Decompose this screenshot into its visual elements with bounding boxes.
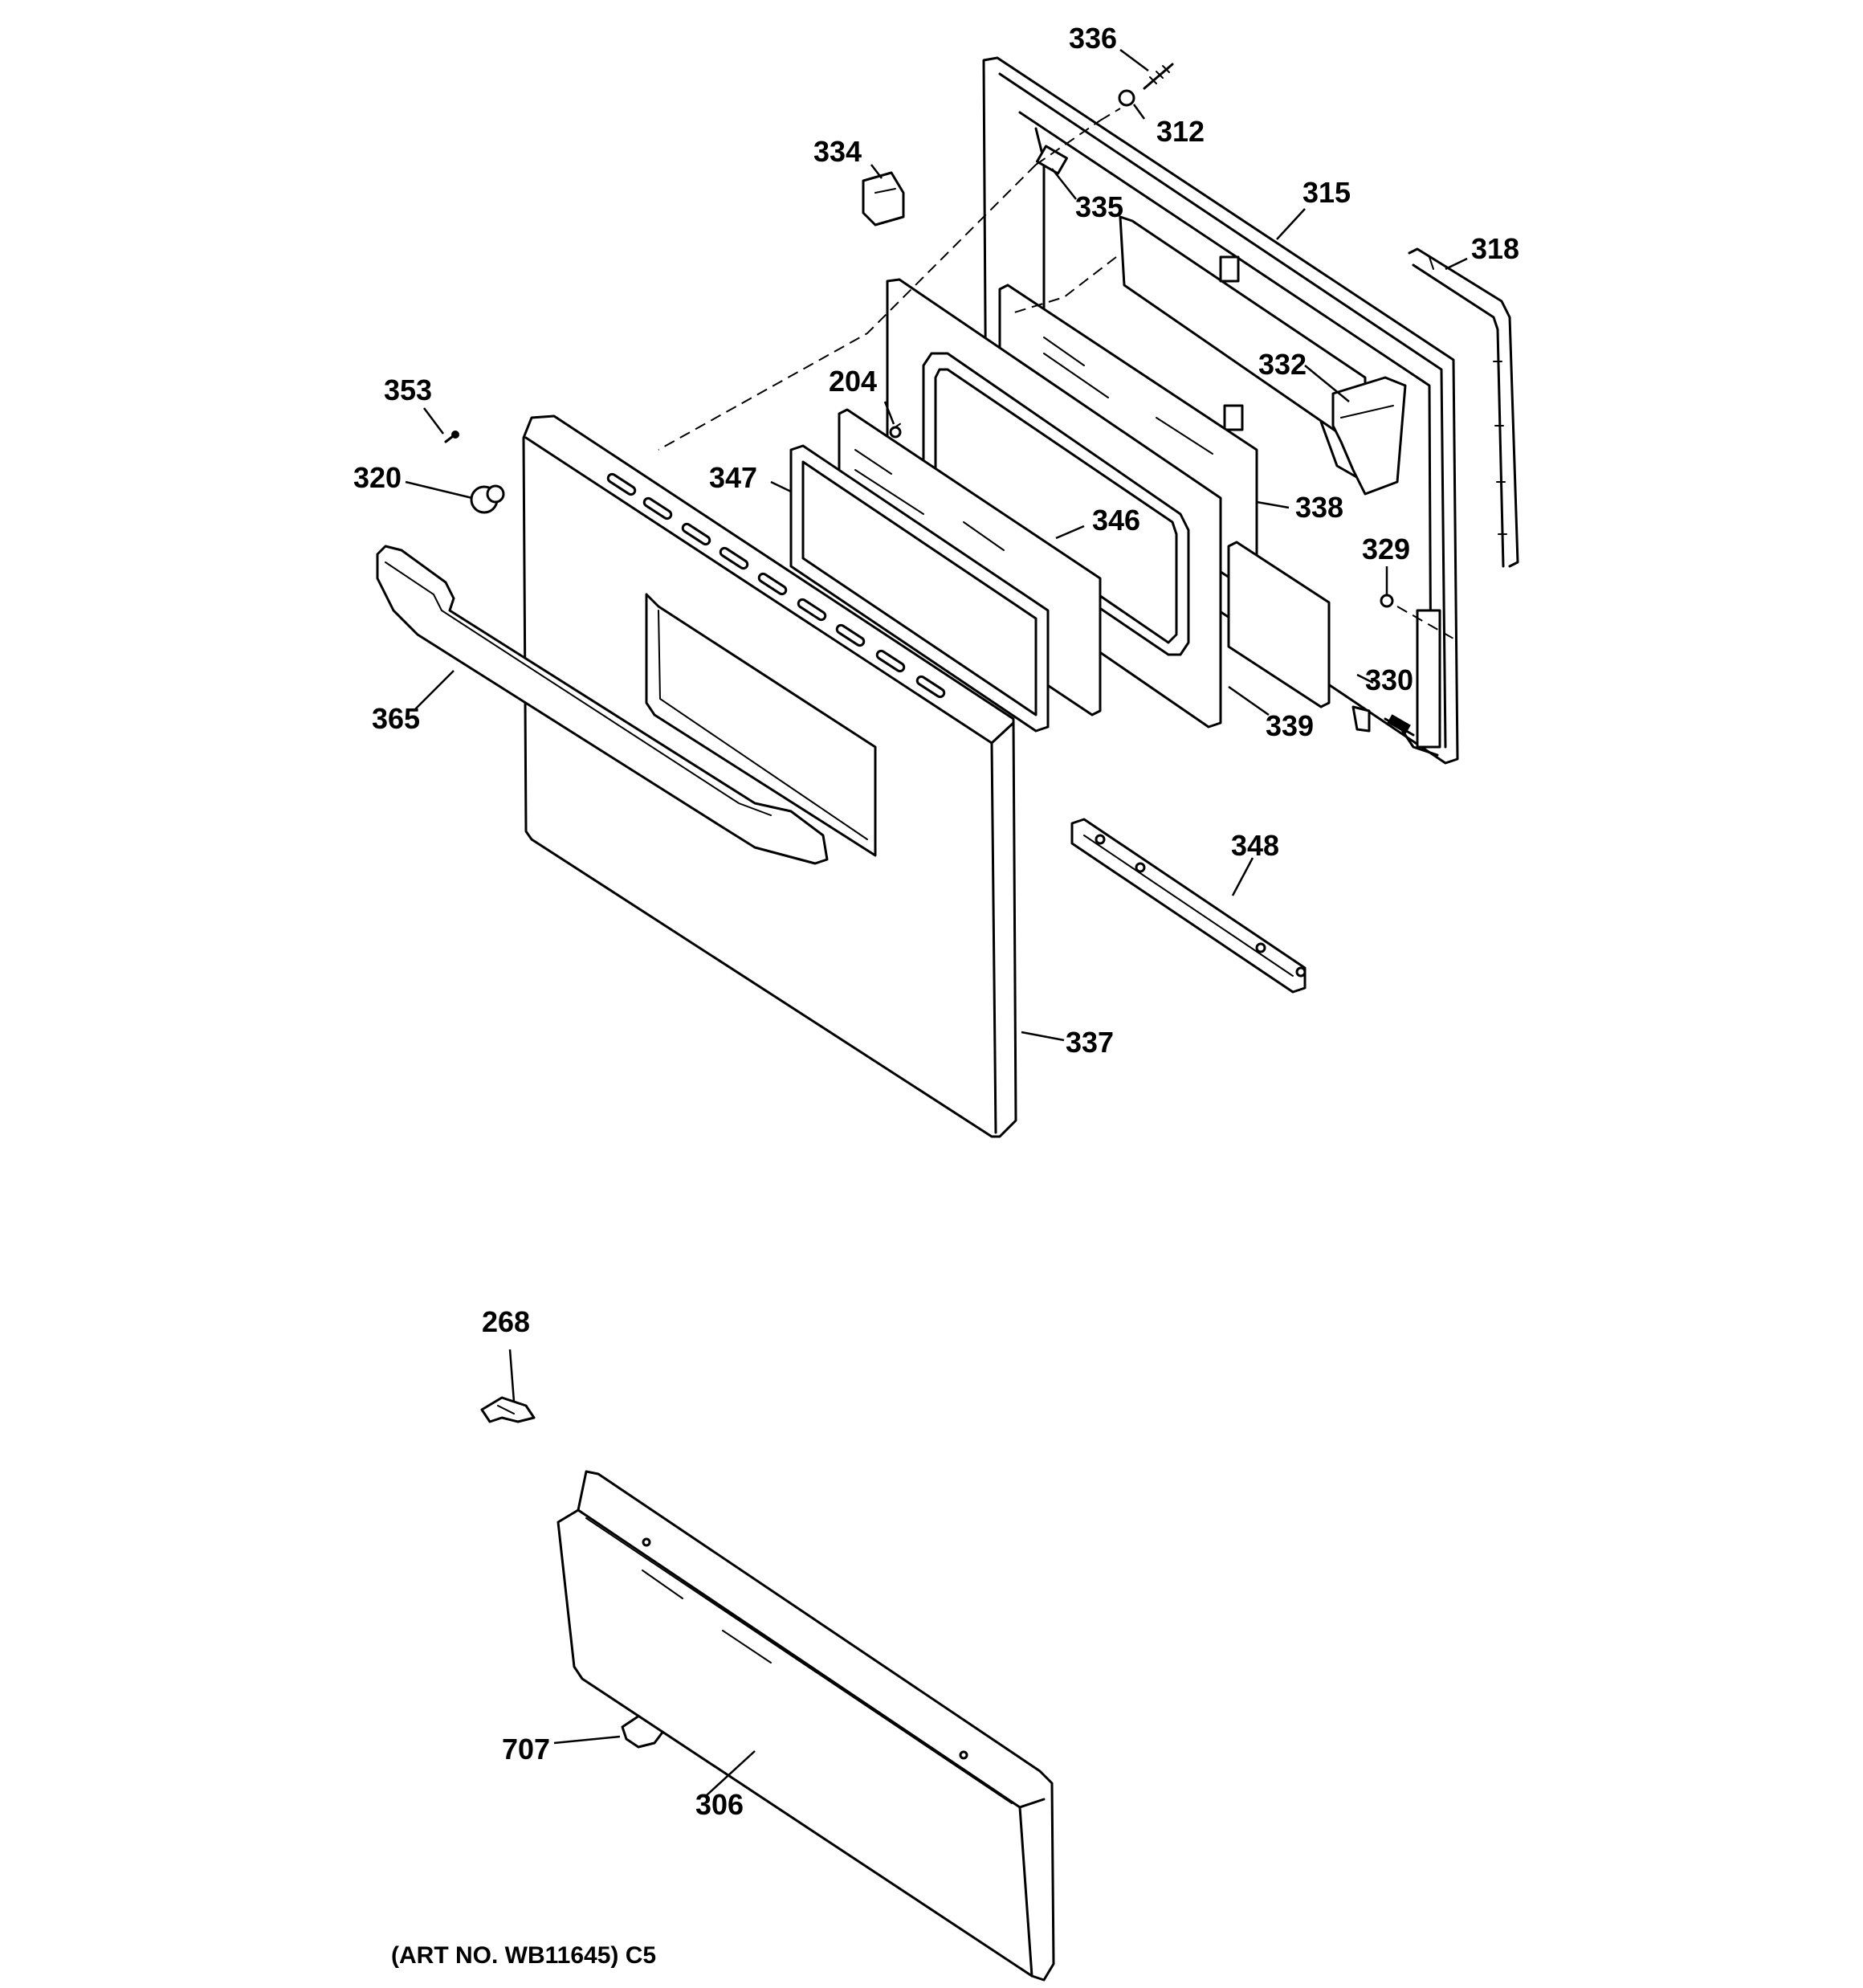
callout-336: 336 (1069, 22, 1118, 55)
callout-318: 318 (1471, 232, 1520, 265)
part-334-hinge-bracket (862, 171, 905, 227)
callout-332: 332 (1258, 348, 1307, 381)
callout-leaders (405, 48, 1468, 1796)
callout-338: 338 (1295, 491, 1344, 524)
part-330-hinge-plate (1351, 705, 1371, 733)
callout-329: 329 (1362, 533, 1411, 565)
part-336-screw (1143, 63, 1174, 90)
callout-337: 337 (1066, 1026, 1115, 1059)
part-315-inner-door-panel (982, 56, 1459, 765)
callout-306: 306 (695, 1788, 744, 1821)
callout-330: 330 (1365, 663, 1414, 696)
callout-346: 346 (1092, 504, 1141, 537)
part-312-washer (1118, 89, 1135, 107)
part-337-outer-door-panel (522, 414, 1017, 1138)
callout-312: 312 (1156, 115, 1205, 148)
part-332-insulation (1331, 376, 1407, 496)
callout-348: 348 (1231, 829, 1280, 862)
assembly-guide-lines (658, 108, 1454, 639)
part-337-frame-gasket (789, 444, 1050, 733)
part-320-bumper (470, 484, 505, 514)
callout-268: 268 (482, 1305, 531, 1338)
part-348-door-bracket (1070, 818, 1307, 994)
art-number-caption: (ART NO. WB11645) C5 (391, 1942, 657, 1969)
part-306-drawer-panel (556, 1470, 1055, 1982)
callout-365: 365 (372, 702, 421, 735)
callout-339: 339 (1266, 709, 1315, 742)
door-vent-slots (606, 472, 946, 699)
part-268-clip (480, 1396, 536, 1423)
part-335-hinge-clip (1036, 145, 1068, 175)
callout-353: 353 (384, 374, 433, 406)
callout-707: 707 (502, 1733, 551, 1766)
part-329-screw (1380, 594, 1394, 608)
part-339-lower-plate (1227, 541, 1331, 708)
callout-335: 335 (1075, 190, 1124, 223)
part-365-door-handle (376, 545, 829, 865)
callout-334: 334 (813, 135, 862, 168)
callout-204: 204 (829, 365, 878, 398)
part-318-door-gasket (1408, 247, 1519, 568)
callout-315: 315 (1302, 176, 1351, 209)
callout-320: 320 (353, 461, 402, 494)
part-353-screw (444, 431, 459, 443)
callout-347: 347 (709, 461, 758, 494)
